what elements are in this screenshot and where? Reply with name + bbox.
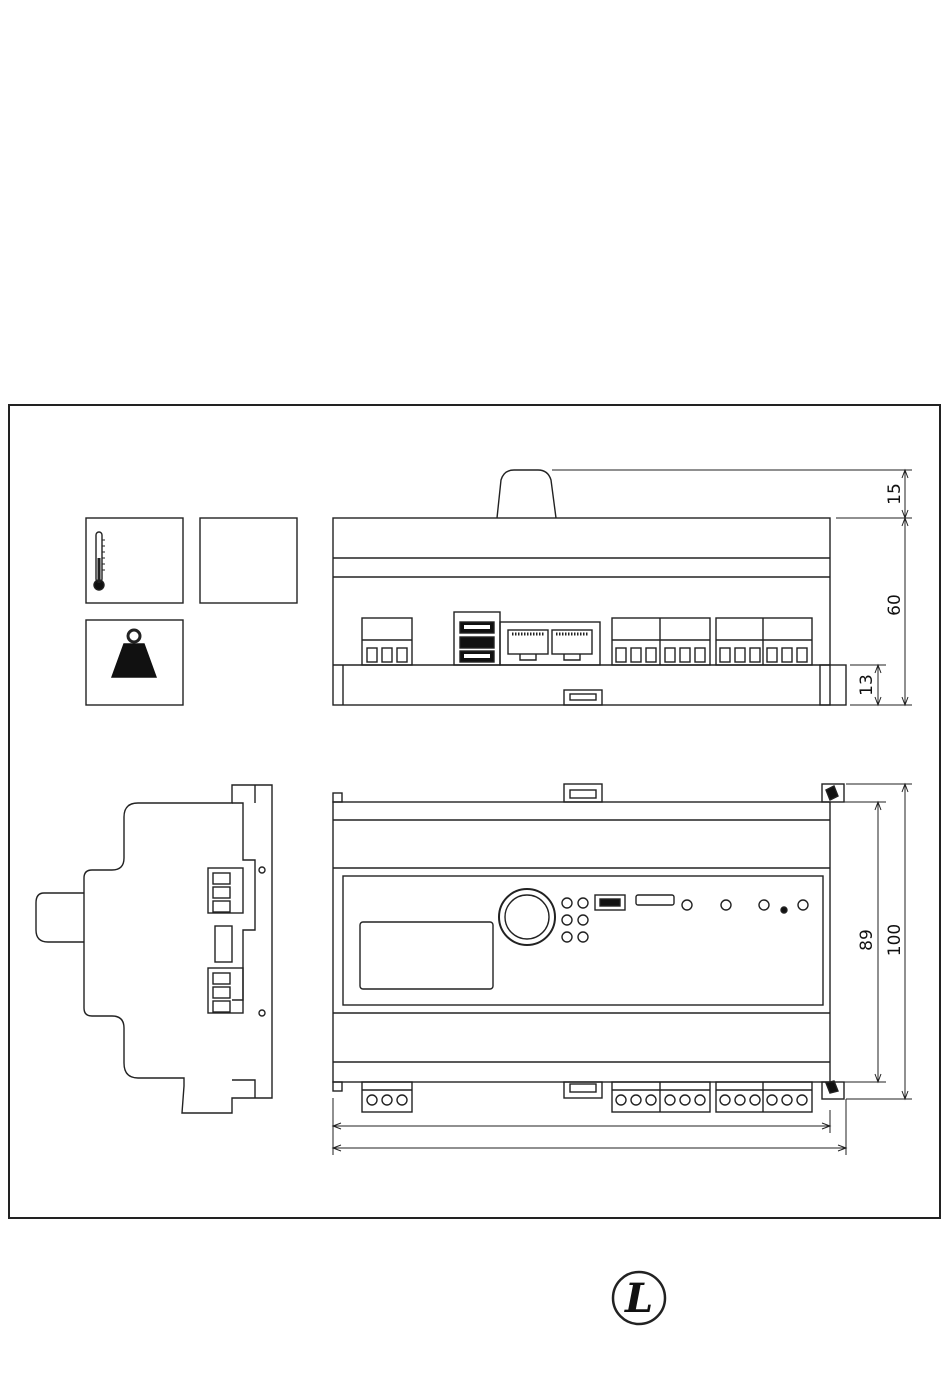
ethernet-ports: [500, 622, 600, 665]
side-profile-view: [36, 785, 272, 1113]
dim-front-inner-height: 89: [857, 929, 877, 951]
drawing-frame: [9, 405, 940, 1218]
display-window: [360, 922, 493, 989]
dim-front-total-height: 100: [885, 924, 905, 956]
antenna: [497, 470, 556, 518]
top-view: [333, 470, 912, 705]
temperature-icon-box: [86, 518, 183, 603]
l-logo-icon: L: [613, 1272, 665, 1324]
weight-icon: [112, 630, 156, 677]
front-terminals: [362, 1082, 812, 1112]
logo-letter: L: [624, 1275, 653, 1322]
dim-base-height: 13: [857, 674, 877, 696]
weight-icon-box: [86, 620, 183, 705]
usb-ports: [454, 612, 500, 665]
empty-icon-box: [200, 518, 297, 603]
front-panel: [343, 876, 823, 1005]
terminal-blocks-right: [612, 618, 812, 665]
terminal-block-left: [362, 618, 412, 665]
thermometer-icon: [94, 532, 105, 590]
control-knob: [499, 889, 555, 945]
front-view: [333, 784, 912, 1155]
dim-antenna-height: 15: [885, 483, 905, 505]
dim-side-height: 60: [885, 594, 905, 616]
